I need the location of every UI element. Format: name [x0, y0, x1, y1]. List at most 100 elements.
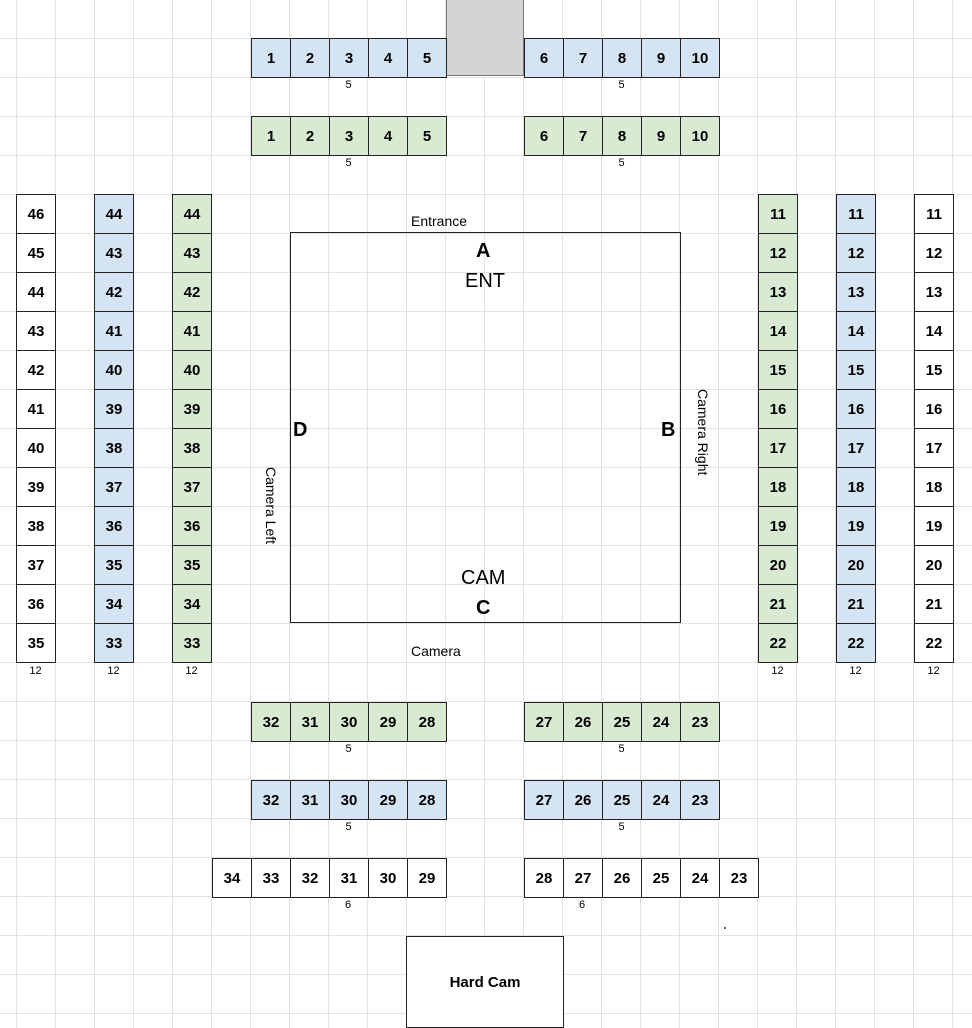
seat-top-blue-left-3[interactable]: 3: [329, 38, 369, 78]
seat-bottom-white-right-4[interactable]: 25: [641, 858, 681, 898]
seat-left-white-4[interactable]: 43: [16, 311, 56, 351]
seat-right-blue-12[interactable]: 22: [836, 623, 876, 663]
seat-left-green-3[interactable]: 42: [172, 272, 212, 312]
seat-left-blue-7[interactable]: 38: [94, 428, 134, 468]
seat-bottom-blue-right-2[interactable]: 26: [563, 780, 603, 820]
seat-bottom-blue-left-1[interactable]: 32: [251, 780, 291, 820]
seat-left-green-8[interactable]: 37: [172, 467, 212, 507]
seat-right-white-1[interactable]: 11: [914, 194, 954, 234]
seat-bottom-white-left-2[interactable]: 33: [251, 858, 291, 898]
seat-left-green-2[interactable]: 43: [172, 233, 212, 273]
seat-right-blue-5[interactable]: 15: [836, 350, 876, 390]
seat-top-green-left-1[interactable]: 1: [251, 116, 291, 156]
seat-right-green-1[interactable]: 11: [758, 194, 798, 234]
seat-left-blue-1[interactable]: 44: [94, 194, 134, 234]
seat-right-green-10[interactable]: 20: [758, 545, 798, 585]
seat-right-blue-9[interactable]: 19: [836, 506, 876, 546]
seat-right-green-9[interactable]: 19: [758, 506, 798, 546]
seat-right-white-9[interactable]: 19: [914, 506, 954, 546]
seat-left-green-9[interactable]: 36: [172, 506, 212, 546]
seat-top-green-right-3[interactable]: 8: [602, 116, 642, 156]
seat-bottom-green-left-3[interactable]: 30: [329, 702, 369, 742]
seat-top-green-left-5[interactable]: 5: [407, 116, 447, 156]
seat-top-blue-right-1[interactable]: 6: [524, 38, 564, 78]
seat-bottom-blue-right-5[interactable]: 23: [680, 780, 720, 820]
seat-left-blue-5[interactable]: 40: [94, 350, 134, 390]
seat-bottom-blue-left-2[interactable]: 31: [290, 780, 330, 820]
seat-bottom-blue-right-1[interactable]: 27: [524, 780, 564, 820]
seat-top-green-left-4[interactable]: 4: [368, 116, 408, 156]
seat-top-green-right-4[interactable]: 9: [641, 116, 681, 156]
seat-left-green-1[interactable]: 44: [172, 194, 212, 234]
seat-left-blue-3[interactable]: 42: [94, 272, 134, 312]
seat-bottom-white-left-5[interactable]: 30: [368, 858, 408, 898]
seat-top-blue-left-2[interactable]: 2: [290, 38, 330, 78]
seat-left-green-6[interactable]: 39: [172, 389, 212, 429]
seat-top-blue-left-5[interactable]: 5: [407, 38, 447, 78]
seat-right-green-8[interactable]: 18: [758, 467, 798, 507]
seat-right-white-8[interactable]: 18: [914, 467, 954, 507]
seat-right-blue-7[interactable]: 17: [836, 428, 876, 468]
seat-bottom-white-right-6[interactable]: 23: [719, 858, 759, 898]
seat-right-blue-4[interactable]: 14: [836, 311, 876, 351]
seat-right-white-12[interactable]: 22: [914, 623, 954, 663]
seat-top-green-left-3[interactable]: 3: [329, 116, 369, 156]
seat-bottom-green-right-5[interactable]: 23: [680, 702, 720, 742]
seat-left-blue-12[interactable]: 33: [94, 623, 134, 663]
seat-bottom-blue-left-3[interactable]: 30: [329, 780, 369, 820]
seat-left-white-7[interactable]: 40: [16, 428, 56, 468]
seat-right-blue-10[interactable]: 20: [836, 545, 876, 585]
seat-bottom-green-right-1[interactable]: 27: [524, 702, 564, 742]
seat-top-blue-right-4[interactable]: 9: [641, 38, 681, 78]
seat-left-blue-8[interactable]: 37: [94, 467, 134, 507]
seat-bottom-green-right-4[interactable]: 24: [641, 702, 681, 742]
seat-left-white-11[interactable]: 36: [16, 584, 56, 624]
seat-right-white-6[interactable]: 16: [914, 389, 954, 429]
seat-bottom-green-right-3[interactable]: 25: [602, 702, 642, 742]
seat-bottom-green-left-2[interactable]: 31: [290, 702, 330, 742]
seat-right-green-5[interactable]: 15: [758, 350, 798, 390]
seat-right-white-11[interactable]: 21: [914, 584, 954, 624]
seat-top-green-right-2[interactable]: 7: [563, 116, 603, 156]
seat-right-green-6[interactable]: 16: [758, 389, 798, 429]
seat-left-white-2[interactable]: 45: [16, 233, 56, 273]
seat-left-green-10[interactable]: 35: [172, 545, 212, 585]
seat-right-white-2[interactable]: 12: [914, 233, 954, 273]
seat-bottom-white-left-6[interactable]: 29: [407, 858, 447, 898]
seat-left-white-9[interactable]: 38: [16, 506, 56, 546]
seat-bottom-white-left-4[interactable]: 31: [329, 858, 369, 898]
seat-right-green-3[interactable]: 13: [758, 272, 798, 312]
seat-left-blue-2[interactable]: 43: [94, 233, 134, 273]
seat-left-green-12[interactable]: 33: [172, 623, 212, 663]
seat-left-blue-11[interactable]: 34: [94, 584, 134, 624]
seat-left-blue-10[interactable]: 35: [94, 545, 134, 585]
seat-right-green-12[interactable]: 22: [758, 623, 798, 663]
seat-top-blue-left-1[interactable]: 1: [251, 38, 291, 78]
seat-left-white-8[interactable]: 39: [16, 467, 56, 507]
seat-top-green-right-1[interactable]: 6: [524, 116, 564, 156]
seat-bottom-white-left-3[interactable]: 32: [290, 858, 330, 898]
seat-right-blue-11[interactable]: 21: [836, 584, 876, 624]
seat-right-green-7[interactable]: 17: [758, 428, 798, 468]
seat-left-white-10[interactable]: 37: [16, 545, 56, 585]
seat-bottom-green-left-4[interactable]: 29: [368, 702, 408, 742]
seat-bottom-white-right-3[interactable]: 26: [602, 858, 642, 898]
seat-left-green-11[interactable]: 34: [172, 584, 212, 624]
seat-right-green-11[interactable]: 21: [758, 584, 798, 624]
seat-bottom-blue-right-3[interactable]: 25: [602, 780, 642, 820]
seat-left-green-5[interactable]: 40: [172, 350, 212, 390]
seat-bottom-green-left-1[interactable]: 32: [251, 702, 291, 742]
seat-left-blue-9[interactable]: 36: [94, 506, 134, 546]
seat-left-blue-4[interactable]: 41: [94, 311, 134, 351]
seat-left-green-7[interactable]: 38: [172, 428, 212, 468]
seat-bottom-blue-right-4[interactable]: 24: [641, 780, 681, 820]
seat-left-white-3[interactable]: 44: [16, 272, 56, 312]
seat-bottom-green-right-2[interactable]: 26: [563, 702, 603, 742]
seat-right-blue-8[interactable]: 18: [836, 467, 876, 507]
seat-bottom-blue-left-4[interactable]: 29: [368, 780, 408, 820]
seat-right-white-7[interactable]: 17: [914, 428, 954, 468]
seat-bottom-green-left-5[interactable]: 28: [407, 702, 447, 742]
seat-right-blue-1[interactable]: 11: [836, 194, 876, 234]
seat-right-blue-2[interactable]: 12: [836, 233, 876, 273]
seat-right-white-10[interactable]: 20: [914, 545, 954, 585]
